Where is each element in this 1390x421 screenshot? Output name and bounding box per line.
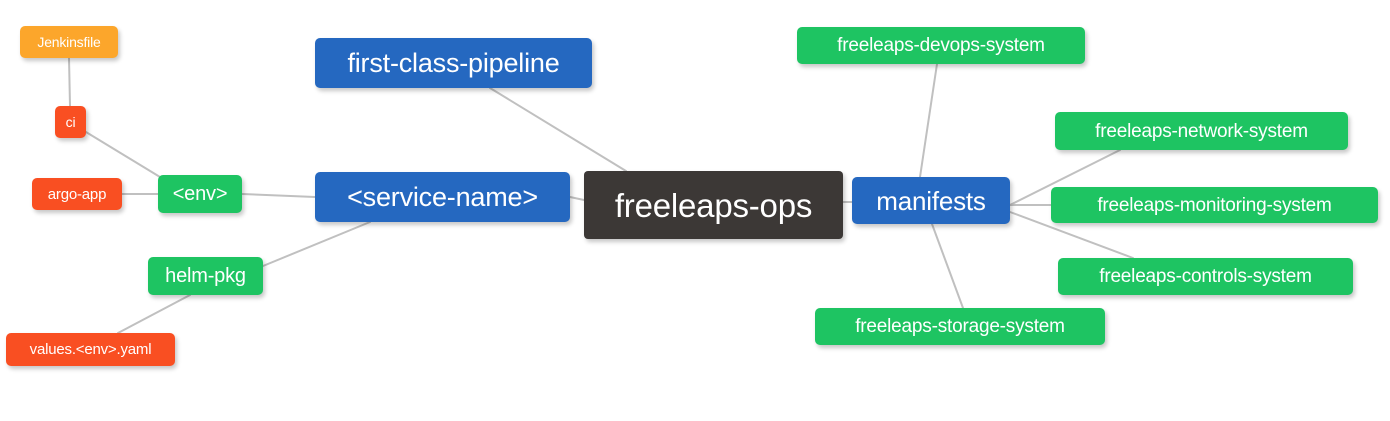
edge-jenkinsfile-to-ci (68, 57, 71, 107)
mindmap-node-storage-system[interactable]: freeleaps-storage-system (815, 308, 1105, 345)
node-label: freeleaps-monitoring-system (1097, 194, 1332, 216)
node-label: first-class-pipeline (347, 47, 560, 78)
edge-service-name-to-helm-pkg (262, 221, 371, 267)
mindmap-node-controls-system[interactable]: freeleaps-controls-system (1058, 258, 1353, 295)
node-label: freeleaps-controls-system (1099, 266, 1312, 287)
mindmap-node-manifests[interactable]: manifests (852, 177, 1010, 224)
mindmap-node-argo-app[interactable]: argo-app (32, 178, 122, 210)
edge-service-name-to-freeleaps-ops (569, 196, 585, 201)
node-label: freeleaps-network-system (1095, 120, 1308, 142)
node-label: manifests (876, 185, 986, 216)
node-label: <env> (172, 183, 228, 205)
edge-helm-pkg-to-values-yaml (117, 294, 191, 334)
mindmap-node-service-name[interactable]: <service-name> (315, 172, 570, 222)
edge-manifests-to-storage-system (931, 223, 964, 309)
edge-ci-to-env (85, 131, 161, 178)
edge-manifests-to-devops-system (919, 63, 938, 178)
edge-env-to-service-name (241, 193, 316, 198)
edge-first-class-pipeline-to-freeleaps-ops (489, 87, 627, 172)
node-label: freeleaps-storage-system (855, 316, 1065, 337)
mindmap-node-ci[interactable]: ci (55, 106, 86, 138)
mindmap-node-network-system[interactable]: freeleaps-network-system (1055, 112, 1348, 150)
mindmap-node-monitoring-system[interactable]: freeleaps-monitoring-system (1051, 187, 1378, 223)
mindmap-node-freeleaps-ops[interactable]: freeleaps-ops (584, 171, 843, 239)
node-label: <service-name> (347, 181, 538, 212)
mindmap-node-env[interactable]: <env> (158, 175, 242, 213)
mindmap-node-first-class-pipeline[interactable]: first-class-pipeline (315, 38, 592, 88)
mindmap-node-jenkinsfile[interactable]: Jenkinsfile (20, 26, 118, 58)
node-label: Jenkinsfile (37, 34, 101, 50)
node-label: argo-app (47, 185, 107, 203)
node-label: ci (65, 114, 76, 130)
node-label: freeleaps-devops-system (837, 35, 1045, 56)
node-label: helm-pkg (165, 265, 246, 287)
node-label: freeleaps-ops (614, 186, 813, 224)
mindmap-node-values-yaml[interactable]: values.<env>.yaml (6, 333, 175, 366)
node-label: values.<env>.yaml (29, 341, 152, 358)
mindmap-node-helm-pkg[interactable]: helm-pkg (148, 257, 263, 295)
mindmap-node-devops-system[interactable]: freeleaps-devops-system (797, 27, 1085, 64)
